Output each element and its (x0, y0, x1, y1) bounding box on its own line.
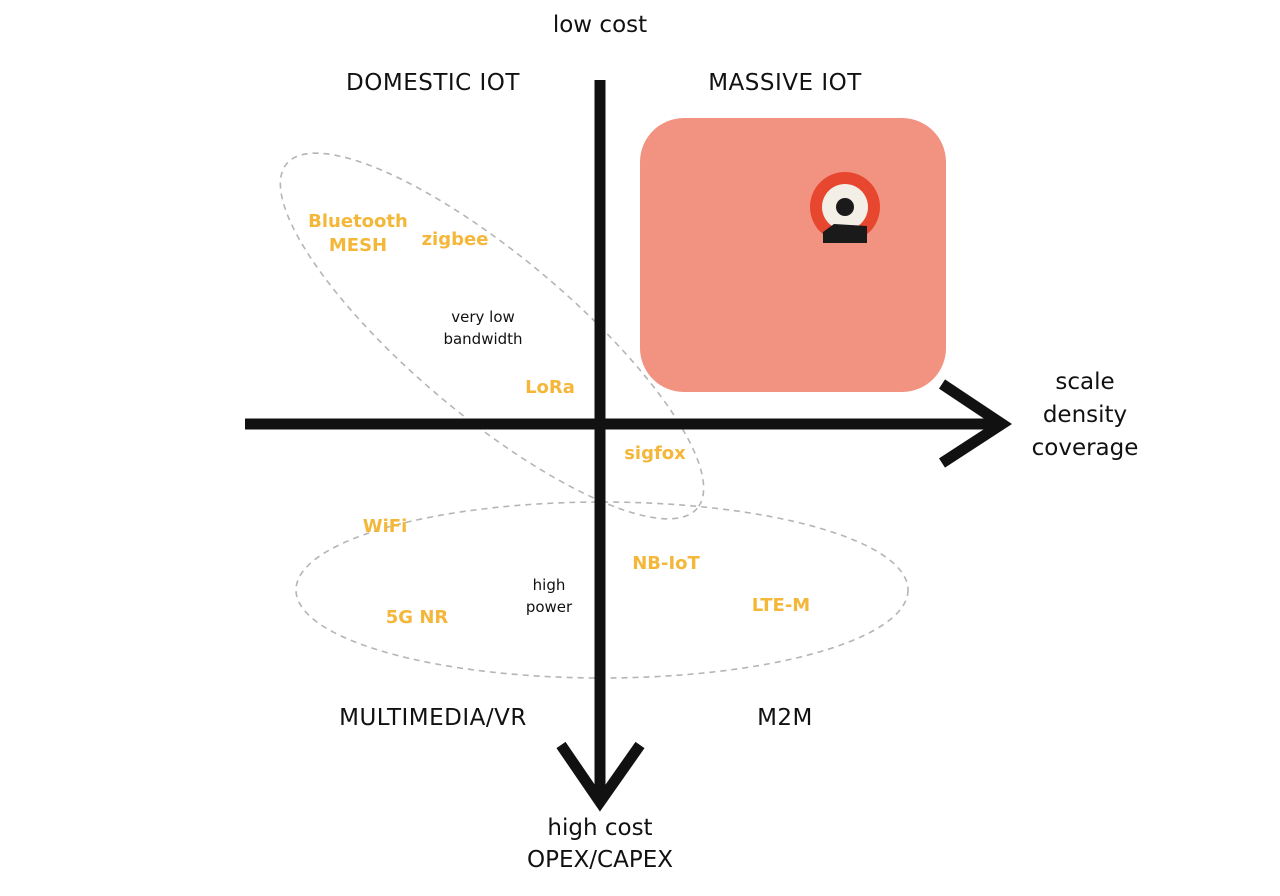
quadrant-label-m2m: M2M (757, 705, 813, 731)
quadrant-label-domestic-iot: DOMESTIC IOT (346, 70, 520, 96)
quadrant-label-multimedia-vr: MULTIMEDIA/VR (339, 705, 527, 731)
quadrant-label-massive-iot: MASSIVE IOT (708, 70, 862, 96)
axis-label-scale-line1: scale (1055, 369, 1115, 395)
axis-label-high-cost-line2: OPEX/CAPEX (527, 847, 673, 873)
tech-label-wifi: WiFi (362, 516, 408, 537)
note-very-low-bandwidth-line1: very low (451, 308, 515, 326)
horizontal-axis-arrowhead (938, 379, 1013, 468)
axis-label-high-cost-line1: high cost (547, 815, 653, 841)
axis-label-scale-line2: density (1042, 402, 1128, 428)
vertical-axis-arrowhead (556, 741, 645, 812)
massive-iot-highlight (640, 118, 946, 392)
note-very-low-bandwidth: very low bandwidth (423, 306, 543, 350)
tech-label-bluetooth-mesh-line2: MESH (328, 235, 388, 256)
note-high-power-line2: power (525, 598, 573, 616)
brand-logo-icon (810, 172, 880, 243)
note-very-low-bandwidth-line2: bandwidth (443, 330, 523, 348)
tech-label-lte-m: LTE-M (751, 595, 811, 616)
tech-label-bluetooth-mesh: Bluetooth MESH (293, 210, 423, 258)
tech-label-lora: LoRa (525, 377, 575, 398)
tech-label-nb-iot: NB-IoT (632, 553, 700, 574)
axis-label-scale-line3: coverage (1031, 435, 1139, 461)
tech-label-5g-nr: 5G NR (385, 607, 449, 628)
axis-label-scale: scale density coverage (1010, 366, 1160, 465)
tech-label-sigfox: sigfox (624, 443, 686, 464)
axis-label-high-cost: high cost OPEX/CAPEX (460, 812, 740, 876)
note-high-power: high power (509, 574, 589, 618)
axis-label-low-cost: low cost (552, 12, 648, 38)
low-bandwidth-ellipse (279, 152, 705, 520)
tech-label-bluetooth-mesh-line1: Bluetooth (308, 211, 408, 232)
tech-label-zigbee: zigbee (421, 229, 489, 250)
note-high-power-line1: high (532, 576, 566, 594)
